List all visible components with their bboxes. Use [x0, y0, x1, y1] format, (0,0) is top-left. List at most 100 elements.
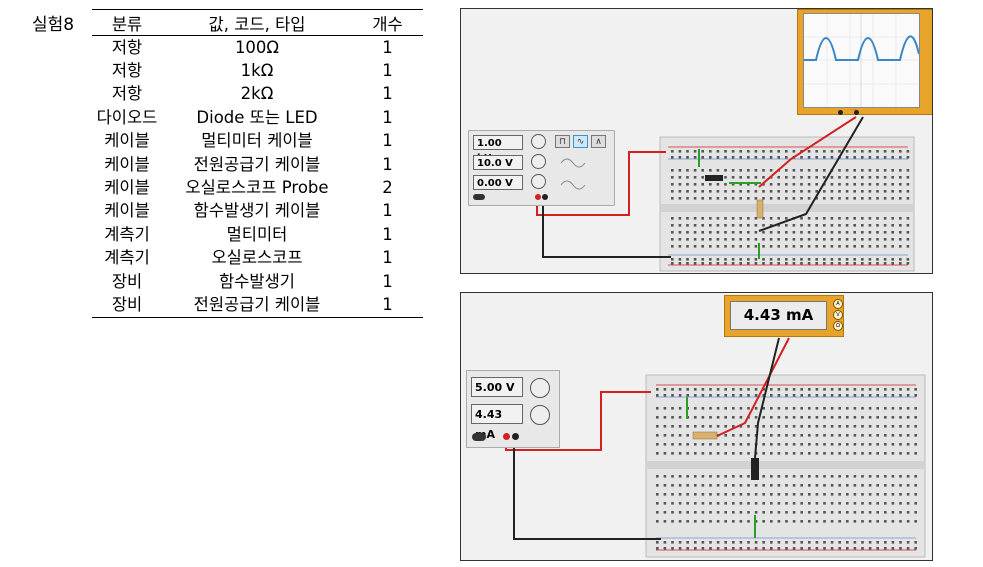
breadboard-hole	[663, 511, 667, 514]
breadboard-hole	[876, 150, 879, 153]
breadboard-hole	[693, 169, 697, 172]
breadboard-hole	[716, 443, 720, 446]
breadboard-hole	[701, 502, 705, 505]
diode	[751, 458, 759, 480]
breadboard-hole	[739, 416, 743, 419]
current-knob[interactable]	[530, 405, 550, 425]
breadboard-hole	[701, 197, 704, 200]
breadboard-hole	[800, 262, 803, 265]
output-terminal-ground[interactable]	[542, 194, 548, 200]
breadboard-hole	[800, 231, 803, 234]
probe-terminal-ground[interactable]	[838, 110, 843, 115]
breadboard-hole	[845, 176, 849, 179]
breadboard-hole	[694, 511, 697, 514]
breadboard-hole	[701, 150, 704, 153]
breadboard-hole	[694, 484, 697, 487]
breadboard-hole	[792, 416, 796, 419]
breadboard-hole	[769, 224, 773, 227]
output-terminal-positive[interactable]	[503, 433, 510, 440]
breadboard-hole	[754, 388, 758, 391]
breadboard-hole	[777, 190, 780, 193]
breadboard-hole	[739, 425, 743, 428]
breadboard-hole	[785, 262, 788, 265]
breadboard-hole	[762, 475, 765, 478]
breadboard-hole	[762, 169, 765, 172]
breadboard-hole	[716, 416, 720, 419]
breadboard-hole	[656, 475, 659, 478]
breadboard-hole	[853, 258, 856, 261]
breadboard-hole	[769, 156, 773, 159]
breadboard-hole	[678, 150, 682, 153]
breadboard-hole	[656, 416, 659, 419]
breadboard-hole	[724, 452, 727, 455]
breadboard-hole	[800, 425, 803, 428]
breadboard-hole	[846, 452, 849, 455]
triangle-wave-button[interactable]: ∧	[591, 135, 606, 148]
breadboard-hole	[792, 407, 796, 410]
breadboard-hole	[709, 169, 712, 172]
breadboard-hole	[914, 475, 917, 478]
breadboard-hole	[876, 231, 879, 234]
cell-value: 멀티미터 케이블	[201, 131, 313, 151]
breadboard-hole	[876, 217, 879, 220]
power-switch[interactable]	[473, 194, 485, 200]
breadboard-hole	[830, 262, 834, 265]
output-terminal-positive[interactable]	[535, 194, 541, 200]
breadboard-hole	[823, 407, 826, 410]
breadboard-hole	[853, 484, 857, 487]
breadboard-hole	[785, 190, 788, 193]
breadboard-hole	[769, 245, 773, 248]
square-wave-button[interactable]: ⊓	[555, 135, 570, 148]
breadboard-hole	[906, 493, 910, 496]
breadboard-hole	[906, 224, 910, 227]
breadboard-hole	[785, 443, 788, 446]
breadboard-hole	[800, 452, 803, 455]
breadboard-hole	[891, 493, 895, 496]
breadboard-hole	[868, 547, 872, 550]
breadboard-hole	[701, 238, 704, 241]
mode-button-v[interactable]: V	[833, 310, 843, 320]
breadboard-hole	[709, 183, 712, 186]
breadboard-hole	[785, 231, 788, 234]
breadboard-hole	[906, 434, 910, 437]
probe-terminal-signal[interactable]	[854, 110, 859, 115]
breadboard-hole	[845, 190, 849, 193]
breadboard-hole	[693, 262, 697, 265]
amplitude-knob[interactable]	[531, 154, 546, 169]
breadboard-hole	[807, 176, 811, 179]
breadboard-hole	[861, 443, 864, 446]
frequency-knob[interactable]	[531, 134, 546, 149]
breadboard-hole	[678, 541, 682, 544]
breadboard-hole	[777, 262, 780, 265]
breadboard-hole	[724, 443, 727, 446]
frequency-display: 1.00 kHz	[473, 135, 523, 164]
breadboard-hole	[747, 156, 750, 159]
breadboard-hole	[678, 520, 682, 523]
breadboard-hole	[671, 169, 674, 172]
breadboard-hole	[815, 262, 818, 265]
breadboard-hole	[815, 217, 818, 220]
mode-button-a[interactable]: A	[833, 299, 843, 309]
voltage-knob[interactable]	[530, 378, 550, 398]
breadboard-hole	[777, 493, 781, 496]
breadboard-hole	[739, 231, 742, 234]
breadboard-hole	[876, 541, 879, 544]
offset-knob[interactable]	[531, 174, 546, 189]
breadboard-hole	[678, 197, 682, 200]
breadboard-hole	[671, 547, 674, 550]
breadboard-hole	[709, 511, 712, 514]
breadboard-hole	[724, 224, 727, 227]
breadboard-hole	[716, 541, 720, 544]
offset-display: 0.00 V	[473, 175, 523, 190]
power-switch[interactable]	[472, 433, 486, 441]
breadboard-hole	[770, 434, 773, 437]
breadboard-hole	[709, 394, 712, 397]
breadboard-hole	[891, 541, 895, 544]
breadboard-hole	[747, 502, 750, 505]
breadboard-hole	[785, 434, 788, 437]
breadboard-hole	[845, 231, 849, 234]
sine-wave-button[interactable]: ∿	[573, 135, 588, 148]
breadboard-hole	[686, 169, 689, 172]
output-terminal-negative[interactable]	[512, 433, 519, 440]
mode-button-ohm[interactable]: Ω	[833, 321, 843, 331]
